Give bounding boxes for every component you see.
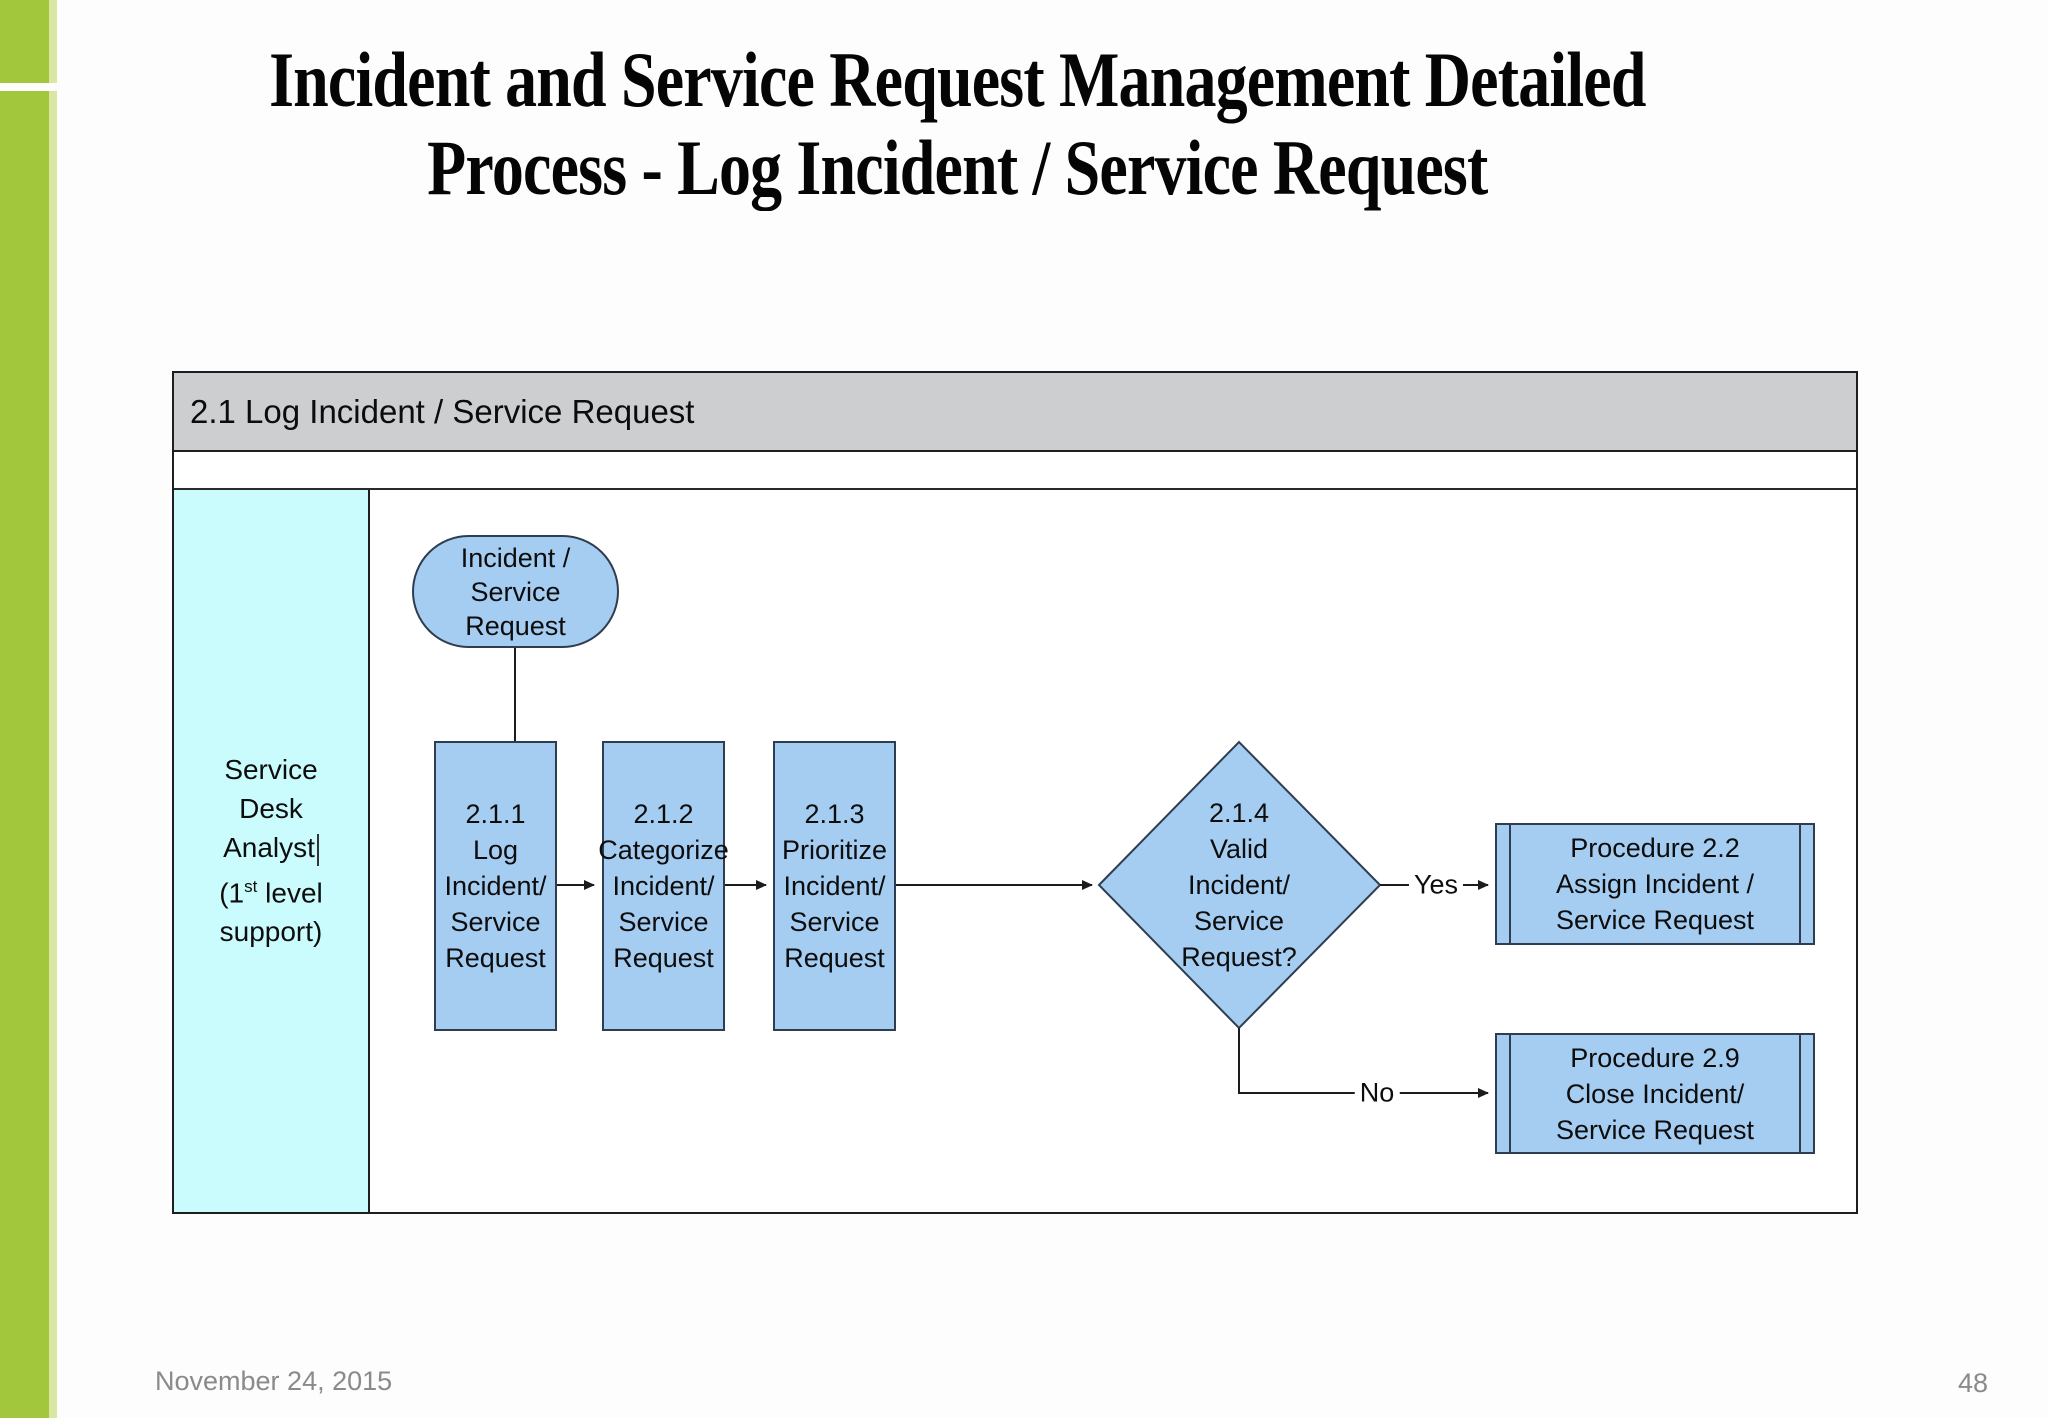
predefined-process-bar-left	[1509, 824, 1511, 944]
predefined-process-bar-right	[1799, 824, 1801, 944]
procedure-2-9-close: Procedure 2.9 Close Incident/ Service Re…	[1495, 1033, 1815, 1154]
diagram-body: Service Desk Analyst (1st level support)	[174, 490, 1856, 1212]
predefined-process-bar-left	[1509, 1034, 1511, 1153]
process-2-1-1-log: 2.1.1 Log Incident/ Service Request	[434, 741, 557, 1031]
process-2-1-3-prioritize: 2.1.3 Prioritize Incident/ Service Reque…	[773, 741, 896, 1031]
connector-no-to-procedure29	[1238, 1028, 1489, 1098]
slide-title-line1: Incident and Service Request Management …	[268, 36, 1646, 123]
lane-label-line5: support)	[219, 916, 323, 948]
diagram-title-bar: 2.1 Log Incident / Service Request	[174, 373, 1856, 452]
procedure-2-9-label: Procedure 2.9 Close Incident/ Service Re…	[1555, 1042, 1755, 1145]
decision-2-1-4-valid: 2.1.4 Valid Incident/ Service Request?	[1139, 795, 1339, 975]
lane-label-line1: Service	[224, 754, 318, 785]
edge-label-no: No	[1354, 1077, 1400, 1109]
lane-label-analyst: Analyst	[223, 832, 315, 863]
footer-date: November 24, 2015	[155, 1366, 393, 1396]
process-2-1-2-label: 2.1.2 Categorize Incident/ Service Reque…	[598, 799, 729, 973]
swimlane-label: Service Desk Analyst (1st level support)	[174, 750, 368, 951]
text-cursor	[316, 833, 319, 866]
lane-label-line3: Analyst	[174, 828, 368, 867]
lane-label-level: level	[257, 877, 323, 909]
slide-title: Incident and Service Request Management …	[57, 36, 1857, 212]
diagram-title: 2.1 Log Incident / Service Request	[190, 392, 695, 430]
procedure-2-2-label: Procedure 2.2 Assign Incident / Service …	[1555, 833, 1755, 935]
connector-layer	[514, 648, 1489, 1098]
lane-label-line4: (1st level	[174, 867, 368, 912]
page-number: 48	[1958, 1368, 1989, 1398]
process-2-1-3-label: 2.1.3 Prioritize Incident/ Service Reque…	[781, 799, 888, 973]
flowchart-frame: 2.1 Log Incident / Service Request Servi…	[172, 371, 1858, 1214]
process-2-1-2-categorize: 2.1.2 Categorize Incident/ Service Reque…	[598, 741, 729, 1031]
lane-label-paren: (1	[219, 877, 245, 909]
lane-label-superscript: st	[244, 877, 258, 896]
decision-2-1-4-label: 2.1.4 Valid Incident/ Service Request?	[1181, 798, 1297, 972]
diagram-subband	[174, 452, 1856, 490]
predefined-process-bar-right	[1799, 1034, 1801, 1153]
slide-title-line2: Process - Log Incident / Service Request	[426, 124, 1488, 211]
accent-bar-main	[0, 91, 57, 1418]
edge-label-yes: Yes	[1408, 869, 1464, 901]
accent-bar-top	[0, 0, 57, 83]
swimlane-service-desk-analyst: Service Desk Analyst (1st level support)	[174, 490, 370, 1212]
lane-label-line2: Desk	[239, 793, 303, 824]
process-2-1-1-label: 2.1.1 Log Incident/ Service Request	[444, 799, 547, 973]
slide-title-text: Incident and Service Request Management …	[269, 36, 1646, 212]
start-node-label: Incident / Service Request	[460, 542, 571, 641]
start-node-incident-service-request: Incident / Service Request	[412, 535, 619, 648]
procedure-2-2-assign: Procedure 2.2 Assign Incident / Service …	[1495, 823, 1815, 945]
